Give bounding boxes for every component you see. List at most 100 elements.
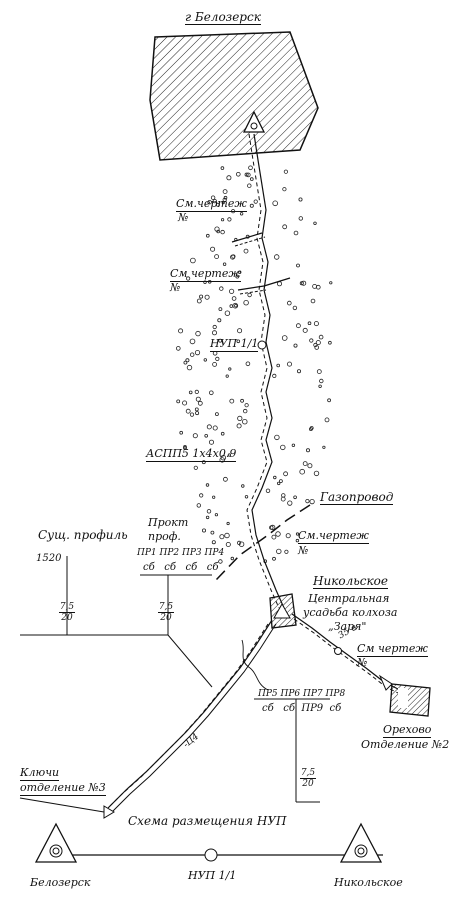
bottom-belozersk-label: Белозерск [30,876,91,889]
forest-dot [212,495,216,499]
forest-dot [227,453,231,457]
division3-label: отделение №3 [20,781,106,796]
forest-dot [327,398,332,403]
orekhovo-area [389,683,431,717]
forest-dot [295,532,300,536]
forest-dot [196,298,202,304]
forest-dot [210,195,216,200]
forest-dot [307,463,313,469]
forest-dot [203,280,207,284]
forest-dot [228,367,232,371]
forest-dot [218,559,223,564]
central-estate-label: Центральная [308,592,390,605]
gas-pipeline-label: Газопровод [320,490,394,505]
forest-dot [270,524,276,531]
forest-dot [265,488,271,493]
forest-dot [211,540,216,545]
forest-dot [220,166,225,170]
forest-dot [243,300,249,306]
forest-dot [224,310,231,316]
cable-route-division3 [107,619,273,809]
to-belozersk-label: г Белозерск [185,10,261,25]
forest-dot [206,233,210,238]
forest-dot [280,444,286,451]
forest-dot [234,304,238,308]
scheme-belozersk-icon [34,822,78,863]
forest-dot [318,334,324,340]
forest-dot [178,328,184,334]
forest-dot [207,199,212,205]
forest-dot [214,254,220,260]
forest-dot [318,384,322,388]
forest-dot [246,172,251,178]
bottom-nikolskoe-label: Никольское [334,876,403,889]
forest-dot [315,340,321,346]
nup-label: НУП 1/1 [210,337,259,352]
forest-dot [192,433,198,439]
forest-dot [271,534,277,540]
forest-dot [222,262,227,266]
forest-dot [217,318,222,323]
forest-dot [309,498,315,505]
forest-dot [276,281,282,287]
forest-dot [215,202,220,207]
forest-dot [244,403,249,408]
drawing-number-1: № [178,211,189,224]
scheme-nikolskoe-icon [339,822,383,863]
forest-dot [298,197,303,202]
forest-dot [214,412,219,417]
forest-dot [220,229,225,235]
forest-dot [183,360,188,365]
forest-dot [237,415,243,421]
forest-dot [229,304,234,308]
forest-dot [272,373,277,378]
forest-dot [210,530,215,535]
forest-dot [286,300,292,306]
forest-dot [221,218,225,222]
drawing-number-2: № [170,281,181,294]
estate-label-3: „Заря" [328,620,367,633]
forest-dot [286,361,292,367]
forest-dot [220,431,225,436]
forest-dot [322,445,326,449]
keys-label: Ключи [20,766,60,781]
forest-dot [276,548,282,555]
forest-dot [205,483,210,487]
forest-dot [236,172,241,177]
forest-dot [194,349,201,356]
forest-dot [296,263,300,268]
forest-dot [218,338,223,343]
forest-dot [210,246,216,252]
forest-dot [275,531,281,537]
project-label: Прокт [148,516,189,529]
forest-dot [249,203,254,208]
forest-dot [242,419,248,425]
orekhovo-label: Орехово [383,723,432,738]
sb-row2: сб сб ПР9 сб [262,703,342,714]
forest-dot [219,534,225,540]
forest-dot [186,364,193,371]
forest-dot [206,509,212,514]
forest-dot [214,513,218,517]
forest-dot [293,230,299,236]
see-drawing-label-4: См чертеж [357,642,428,657]
forest-dot [295,538,300,543]
forest-dot [204,294,210,300]
forest-dot [215,356,220,361]
forest-dot [236,423,242,429]
forest-dot [307,321,312,326]
see-drawing-label-3: См.чертеж [298,529,369,544]
drawing-number-3: № [298,544,309,557]
forest-dot [212,199,217,204]
forest-dot [221,201,225,205]
forest-dot [312,283,318,289]
forest-dot [212,324,217,330]
forest-dot [274,434,280,441]
forest-dot [287,500,293,506]
forest-dot [329,281,333,285]
forest-dot [293,343,298,348]
forest-dot [230,556,234,561]
forest-dot [295,323,301,329]
